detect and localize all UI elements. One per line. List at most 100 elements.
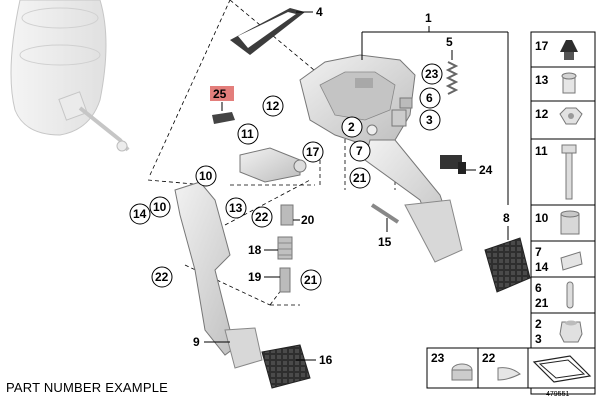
part-25-clip: [212, 112, 235, 124]
callout-label-17: 17: [306, 145, 320, 159]
brake-booster: [10, 0, 130, 152]
bottom-legend-label-23: 23: [431, 351, 445, 365]
callout-5: 5: [446, 35, 453, 60]
callout-9: 9: [193, 335, 230, 349]
clutch-pedal-pad: [261, 344, 311, 389]
spring-part-5: [445, 61, 459, 95]
callout-label-11: 11: [241, 127, 254, 141]
part-number-caption: PART NUMBER EXAMPLE: [6, 380, 169, 395]
legend-label-10: 10: [535, 211, 549, 225]
callout-label-10-upper: 10: [199, 169, 213, 183]
bracket-clip-part: [391, 97, 413, 127]
callout-21-upper: 21: [349, 167, 371, 189]
legend-label-17: 17: [535, 39, 549, 53]
callout-label-15: 15: [378, 235, 392, 249]
callout-label-13: 13: [229, 201, 243, 215]
callout-22-lower: 22: [151, 266, 173, 288]
clutch-spring-part-18: [277, 236, 293, 260]
legend-row-11: 11: [535, 144, 577, 200]
legend-row-6-21: 6 21: [535, 281, 574, 310]
callout-10-lower: 10: [149, 196, 171, 218]
callout-label-9: 9: [193, 335, 200, 349]
callout-21-lower: 21: [300, 269, 322, 291]
bottom-legend-gasket: [532, 355, 592, 383]
legend-row-2-3: 2 3: [535, 317, 583, 346]
callout-20: 20: [293, 213, 315, 227]
callout-16: 16: [296, 353, 333, 367]
bottom-legend-label-22: 22: [482, 351, 496, 365]
callout-label-20: 20: [301, 213, 315, 227]
callout-14: 14: [129, 203, 151, 225]
bottom-legend-22: 22: [482, 351, 521, 381]
legend-row-7-14: 7 14: [535, 245, 583, 274]
legend-label-21: 21: [535, 296, 549, 310]
callout-label-12: 12: [266, 99, 280, 113]
brake-light-switch: [440, 155, 466, 174]
callout-label-8: 8: [503, 211, 510, 225]
callout-19: 19: [248, 270, 280, 284]
highlight-box: [210, 86, 234, 101]
legend-row-12: 12: [535, 107, 583, 125]
bolt-part-19: [279, 267, 291, 293]
callout-3: 3: [419, 109, 441, 131]
callout-15: 15: [378, 218, 392, 249]
callout-label-16: 16: [319, 353, 333, 367]
bottom-legend-23: 23: [431, 351, 473, 381]
callout-25-highlighted: 25: [210, 86, 234, 111]
pin-part-20: [280, 204, 294, 226]
callout-22: 22: [251, 206, 273, 228]
callout-label-21-upper: 21: [353, 171, 367, 185]
pivot-pin-part-15: [370, 203, 400, 224]
legend-row-17: 17: [535, 39, 578, 60]
callout-label-7: 7: [356, 144, 363, 158]
legend-row-13: 13: [535, 72, 577, 94]
callout-label-10-lower: 10: [153, 200, 167, 214]
callout-label-19: 19: [248, 270, 262, 284]
callout-8: 8: [503, 211, 510, 240]
callout-13: 13: [225, 197, 247, 219]
legend-label-13: 13: [535, 73, 549, 87]
callout-10-upper: 10: [195, 165, 217, 187]
callout-label-5: 5: [446, 35, 453, 49]
bottom-legend: 23 22: [426, 347, 596, 389]
callout-label-14: 14: [133, 207, 147, 221]
callout-17: 17: [302, 141, 324, 163]
circled-callouts: 12 11 10 17 13 14 10 22 22 21 2 7 21 23 …: [129, 63, 443, 291]
callout-label-1: 1: [425, 11, 432, 25]
callout-label-18: 18: [248, 243, 262, 257]
callout-24: 24: [466, 163, 493, 177]
legend-label-11: 11: [535, 144, 548, 158]
diagram-id: 479551: [546, 391, 569, 398]
callout-label-3: 3: [426, 113, 433, 127]
legend-label-7: 7: [535, 245, 542, 259]
callout-18: 18: [248, 243, 278, 257]
brake-pedal-pad: [484, 237, 531, 293]
callout-label-22: 22: [255, 210, 269, 224]
legend-label-2: 2: [535, 317, 542, 331]
legend-row-10: 10: [535, 210, 580, 235]
callout-6: 6: [419, 87, 441, 109]
callout-label-4: 4: [316, 5, 323, 19]
clutch-pedal: [174, 181, 263, 369]
callout-23: 23: [421, 63, 443, 85]
callout-7: 7: [349, 140, 371, 162]
callout-1: 1: [361, 11, 509, 205]
legend-label-14: 14: [535, 260, 549, 274]
legend-label-6: 6: [535, 281, 542, 295]
callout-label-23: 23: [425, 67, 439, 81]
brake-pedal: [364, 139, 463, 263]
callout-11: 11: [237, 123, 259, 145]
callout-12: 12: [262, 95, 284, 117]
parts-legend: 17 13 12 11 10 7 14 6: [530, 31, 596, 395]
callout-label-2: 2: [348, 120, 355, 134]
callout-4: 4: [296, 5, 323, 19]
gasket-ring-part: [230, 8, 305, 55]
callout-label-22-lower: 22: [155, 270, 169, 284]
callout-2: 2: [341, 116, 363, 138]
callout-label-25: 25: [213, 87, 227, 101]
legend-label-12: 12: [535, 107, 549, 121]
legend-label-3: 3: [535, 332, 542, 346]
callout-label-24: 24: [479, 163, 493, 177]
callout-label-21-lower: 21: [304, 273, 318, 287]
